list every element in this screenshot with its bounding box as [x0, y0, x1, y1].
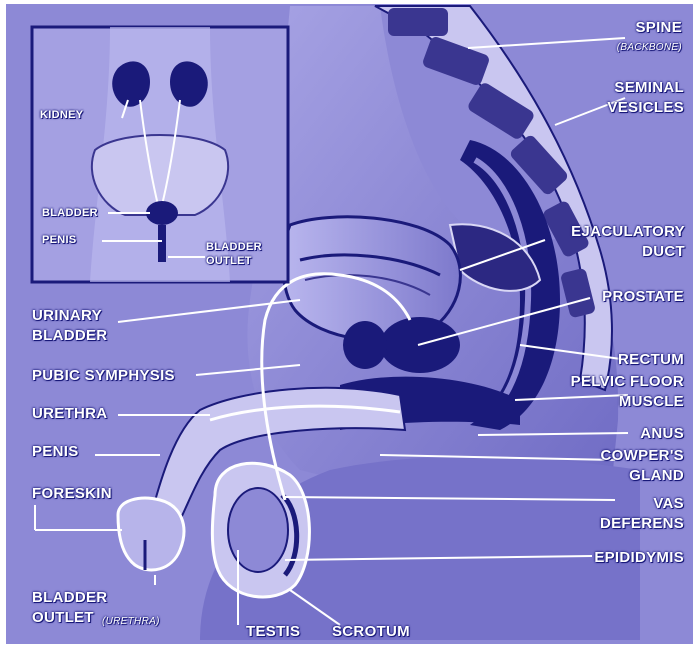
label-foreskin: FORESKIN — [32, 484, 112, 504]
inset-label-penis: PENIS — [42, 233, 77, 247]
label-epididymis: EPIDIDYMIS — [560, 548, 684, 568]
label-rectum: RECTUM — [600, 350, 684, 370]
label-seminal-vesicles: SEMINAL VESICLES — [560, 78, 684, 118]
label-anus: ANUS — [610, 424, 684, 444]
label-testis: TESTIS — [246, 622, 300, 642]
label-pelvic-floor-muscle: PELVIC FLOOR MUSCLE — [560, 372, 684, 412]
label-penis: PENIS — [32, 442, 79, 462]
label-bladder-outlet-sub: (URETHRA) — [102, 612, 160, 632]
label-cowpers-gland: COWPER'S GLAND — [570, 446, 684, 486]
label-prostate: PROSTATE — [580, 287, 684, 307]
label-spine: SPINE (BACKBONE) — [560, 18, 682, 58]
inset-label-kidney: KIDNEY — [40, 108, 83, 122]
label-vas-deferens: VAS DEFERENS — [600, 494, 684, 534]
inset-label-bladder-outlet: BLADDER OUTLET — [206, 240, 266, 268]
label-ejaculatory-duct: EJACULATORY DUCT — [545, 222, 685, 262]
label-urethra: URETHRA — [32, 404, 107, 424]
pubic-bone — [343, 321, 387, 369]
label-scrotum: SCROTUM — [332, 622, 410, 642]
label-urinary-bladder: URINARY BLADDER — [32, 306, 132, 346]
inset-label-bladder: BLADDER — [42, 206, 98, 220]
label-pubic-symphysis: PUBIC SYMPHYSIS — [32, 366, 175, 386]
foreskin — [118, 498, 184, 570]
